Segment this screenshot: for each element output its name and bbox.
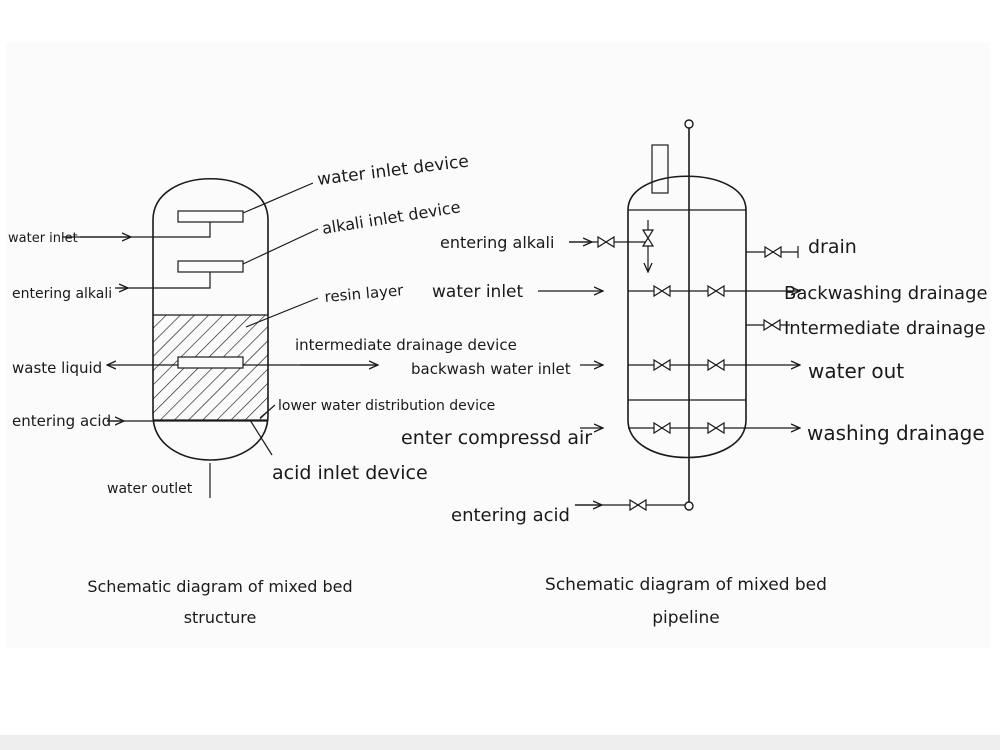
label-water-inlet-left: water inlet — [8, 231, 78, 246]
valve-water-inlet — [653, 284, 671, 298]
valve-compressed-air — [653, 421, 671, 435]
label-water-inlet-right: water inlet — [432, 282, 524, 302]
valve-intermediate-drainage — [763, 318, 781, 332]
alkali-inlet-pipe — [115, 272, 211, 289]
bottom-valve-circle — [684, 501, 694, 511]
valve-acid — [629, 498, 647, 512]
valve-water-out — [707, 358, 725, 372]
leader-acid-inlet-device — [249, 419, 273, 456]
label-enter-compressed-air: enter compressd air — [401, 427, 592, 449]
label-resin-layer: resin layer — [324, 281, 405, 306]
label-washing-drainage: washing drainage — [807, 421, 985, 445]
valve-washing-drainage — [707, 421, 725, 435]
valve-drain — [764, 245, 782, 259]
label-lower-water-distribution-device: lower water distribution device — [278, 398, 495, 414]
valve-backwash-inlet — [653, 358, 671, 372]
label-drain: drain — [808, 236, 857, 258]
leader-resin-layer — [245, 297, 319, 328]
label-intermediate-drainage: Intermediate drainage — [784, 318, 986, 339]
pipeline-vessel — [627, 175, 747, 459]
pipeline-caption-line2: pipeline — [652, 608, 719, 628]
label-backwashing-drainage: Backwashing drainage — [784, 283, 988, 304]
label-water-out: water out — [808, 359, 904, 383]
pipeline-caption-line1: Schematic diagram of mixed bed — [545, 575, 827, 595]
label-alkali-inlet-device: alkali inlet device — [321, 197, 462, 238]
alkali-inlet-device-plate — [177, 260, 244, 273]
leader-water-inlet-device — [242, 182, 314, 214]
label-backwash-water-inlet: backwash water inlet — [411, 360, 571, 378]
leader-alkali-inlet-device — [242, 228, 319, 265]
label-entering-acid-right: entering acid — [451, 505, 570, 526]
structure-caption-line2: structure — [184, 608, 257, 627]
label-entering-alkali-left: entering alkali — [12, 286, 112, 302]
structure-caption-line1: Schematic diagram of mixed bed — [87, 577, 352, 596]
water-inlet-pipe — [62, 222, 211, 238]
intermediate-drainage-plate — [177, 356, 244, 369]
label-water-outlet: water outlet — [107, 481, 193, 497]
label-entering-acid-left: entering acid — [12, 412, 111, 430]
bottom-strip — [0, 735, 1000, 750]
vent-pipe — [651, 144, 669, 194]
valve-alkali-vertical — [641, 229, 655, 247]
label-acid-inlet-device: acid inlet device — [272, 462, 428, 484]
label-intermediate-drainage-device: intermediate drainage device — [295, 336, 517, 354]
water-inlet-device-plate — [177, 210, 244, 223]
valve-alkali — [597, 235, 615, 249]
structure-diagram: water inlet device alkali inlet device w… — [8, 152, 517, 627]
valve-backwashing-drainage — [707, 284, 725, 298]
leader-lower-distribution — [259, 404, 276, 419]
label-waste-liquid: waste liquid — [12, 359, 102, 377]
structure-vessel — [152, 178, 269, 461]
pipeline-diagram: entering alkali drain water inlet Backwa… — [401, 119, 988, 628]
top-valve-circle — [684, 119, 694, 129]
label-entering-alkali-right: entering alkali — [440, 233, 554, 252]
label-water-inlet-device: water inlet device — [316, 152, 470, 190]
